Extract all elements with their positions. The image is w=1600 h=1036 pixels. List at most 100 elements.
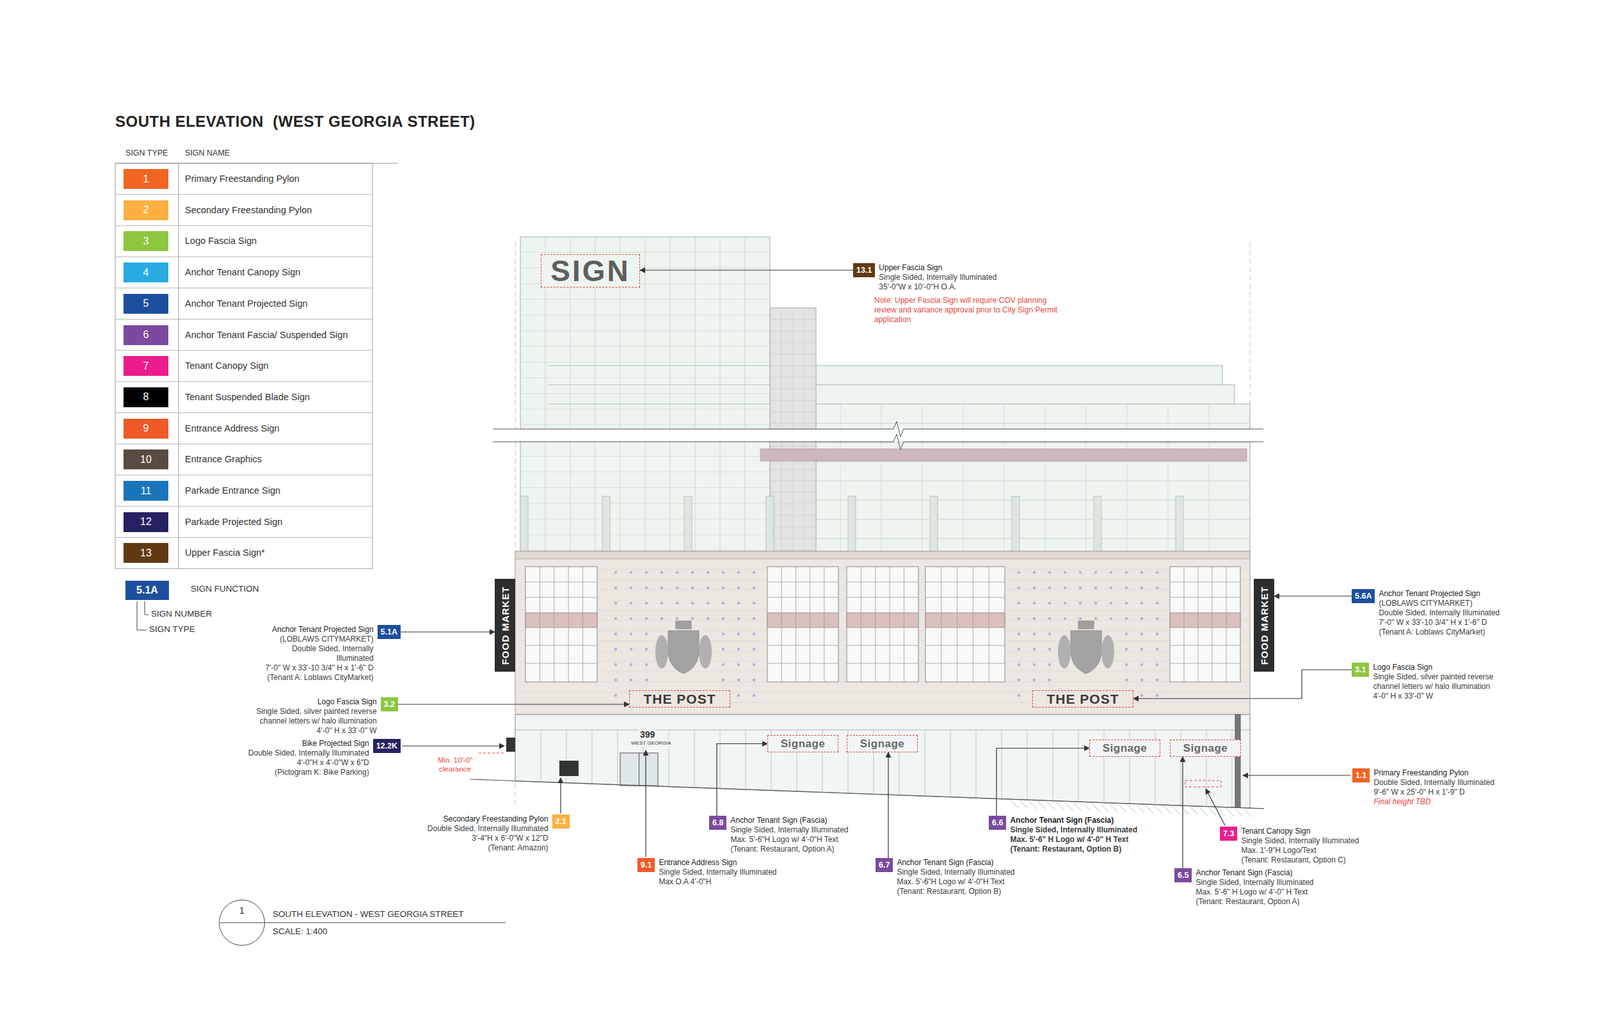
legend-swatch: 9 [123, 418, 169, 439]
stone-dot [737, 586, 740, 589]
stone-dot [721, 663, 725, 666]
legend-row: 9Entrance Address Sign [115, 412, 373, 445]
stone-dot [1017, 570, 1021, 574]
stone-dot [614, 570, 617, 574]
window-transom [846, 645, 919, 646]
legend-row: 1Primary Freestanding Pylon [115, 163, 373, 195]
leader-line [560, 777, 561, 813]
legend-swatch: 3 [123, 231, 169, 251]
callout-text: Upper Fascia SignSingle Sided, Internall… [878, 263, 997, 292]
stone-dot [1017, 586, 1021, 589]
stone-dot [1125, 647, 1128, 651]
stone-dot [660, 616, 664, 620]
stone-dot [721, 570, 725, 574]
legend-row: 7Tenant Canopy Sign [115, 350, 373, 382]
sign-callout: 2.1Secondary Freestanding PylonDouble Si… [427, 814, 570, 853]
window-mullion [903, 566, 905, 682]
window-bay [925, 566, 1005, 682]
sign-spec: Max. 5'-6" H Logo w/ 4'-0" H Text [1195, 887, 1314, 897]
stone-joint [515, 691, 1250, 693]
callout-number: 13.1 [853, 263, 875, 278]
pier [602, 496, 610, 552]
stone-dot [1125, 632, 1128, 635]
storefront-mullion [592, 729, 593, 784]
sign-spec: (Tenant A: Loblaws CityMarket) [265, 672, 374, 683]
sign-callout: 13.1Upper Fascia SignSingle Sided, Inter… [853, 263, 997, 292]
stone-dot [737, 647, 740, 651]
window-mullion [956, 566, 958, 682]
floor-line [520, 487, 770, 488]
legend-text: Tenant Canopy Sign [184, 350, 269, 382]
sign-spec: (Tenant: Amazon) [427, 842, 549, 853]
sign-spec: Double Sided, Internally Illuminated [427, 823, 549, 834]
legend-swatch: 13 [123, 542, 169, 563]
pier [1093, 496, 1102, 552]
window-mullion [809, 566, 811, 682]
sidewalk-hatch [1244, 808, 1252, 817]
stone-dot [1140, 693, 1144, 697]
terrace-edge [547, 384, 770, 386]
pier [1175, 496, 1184, 552]
floor-line [520, 252, 770, 253]
sign-zone: Signage [1169, 739, 1241, 757]
stone-dot [1155, 647, 1159, 651]
stone-dot [1094, 601, 1097, 605]
mullion [840, 403, 841, 552]
sign-spec: Double Sided, Internally Illuminated [1378, 608, 1500, 618]
sign-text: Signage [1102, 742, 1148, 754]
stone-dot [691, 570, 694, 574]
sidewalk-hatch [1226, 808, 1234, 816]
stone-dot [629, 570, 633, 574]
type-number: 4 [143, 266, 150, 280]
callout-text: Tenant Canopy SignSingle Sided, Internal… [1240, 826, 1359, 865]
stone-dot [1155, 601, 1159, 605]
sign-spec: 4'-0" H x 33'-0" W [236, 725, 377, 736]
sign-spec: (Tenant: Restaurant, Option B) [896, 886, 1015, 896]
stone-dot [1079, 601, 1082, 605]
sidewalk-hatch [1145, 805, 1154, 813]
stone-dot [614, 586, 617, 589]
callout-text: Bike Projected SignDouble Sided, Interna… [248, 738, 370, 777]
sign-spec: Max. 1'-9"H Logo/Text [1240, 845, 1359, 856]
window-bay [1169, 566, 1241, 682]
floor-line [520, 314, 770, 316]
legend-row: 6Anchor Tenant Fascia/ Suspended Sign [115, 319, 373, 351]
sign-callout: 1.1Primary Freestanding PylonDouble Side… [1352, 768, 1495, 807]
type-number: 1 [143, 172, 150, 186]
stone-dot [752, 616, 756, 620]
stone-dot [1017, 647, 1021, 651]
stone-dot [1125, 663, 1128, 666]
stone-dot [1094, 570, 1097, 574]
legend-text: Parkade Projected Sign [184, 506, 283, 538]
stone-dot [629, 632, 633, 635]
mullion [670, 236, 671, 552]
projected-blade-sign: FOOD MARKET [1253, 578, 1275, 672]
window-transom [767, 597, 839, 598]
crest-shield [668, 630, 699, 674]
stone-dot [629, 616, 633, 620]
sidewalk-hatch [1217, 807, 1225, 816]
legend-text: Entrance Graphics [184, 443, 262, 475]
table-rule [115, 474, 373, 476]
sign-callout: 7.3Tenant Canopy SignSingle Sided, Inter… [1219, 826, 1360, 865]
stone-dot [1048, 647, 1051, 651]
stone-dot [1155, 632, 1159, 635]
window-transom [525, 645, 598, 646]
sign-callout: 6.5Anchor Tenant Sign (Fascia)Single Sid… [1174, 867, 1314, 907]
sign-spec: (Tenant: Restaurant, Option A) [730, 844, 848, 854]
sign-spec: Max. 5'-6"H Logo w/ 4'-0"H Text [896, 876, 1015, 887]
sign-name: Anchor Tenant Projected Sign [265, 624, 374, 635]
tower [520, 236, 770, 552]
mullion [720, 236, 721, 552]
stone-dot [752, 678, 756, 681]
stone-dot [614, 663, 617, 666]
stone-dot [1032, 632, 1036, 635]
stone-dot [629, 678, 633, 681]
stone-dot [1109, 601, 1113, 605]
callout-number: 6.8 [709, 815, 727, 830]
crest-crown [1078, 620, 1094, 629]
window-mullion [1212, 566, 1213, 682]
stone-dot [1032, 616, 1036, 620]
stone-dot [1032, 586, 1036, 589]
stone-dot [1125, 601, 1128, 605]
